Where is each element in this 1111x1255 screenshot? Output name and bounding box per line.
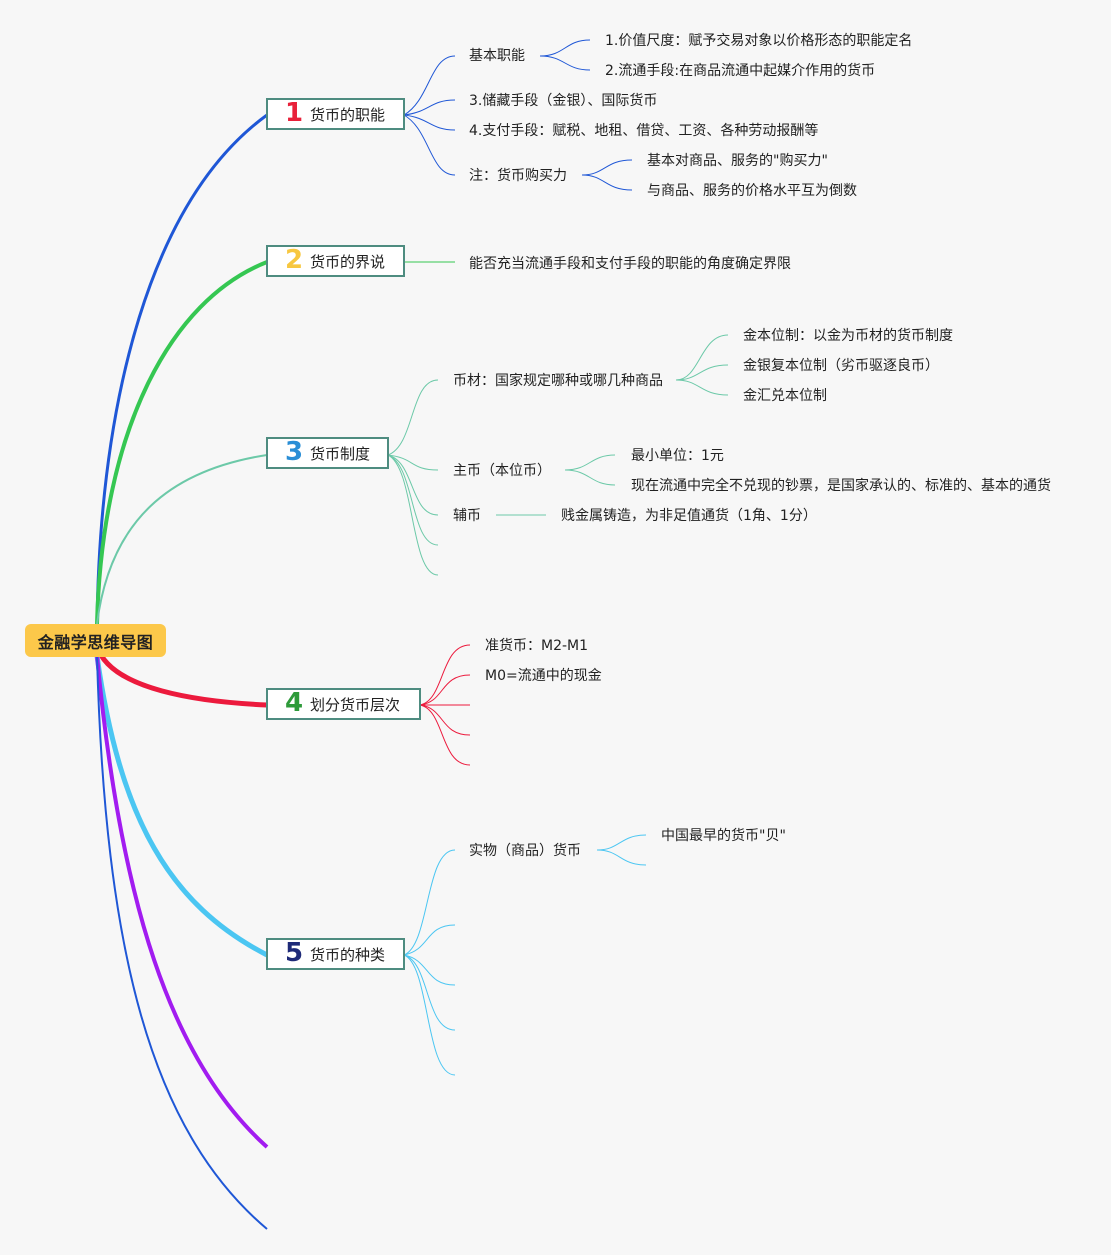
topic-commodity-money[interactable]: 实物（商品）货币 (469, 843, 581, 859)
topic-payment-means[interactable]: 4.支付手段：赋税、地租、借贷、工资、各种劳动报酬等 (469, 123, 819, 139)
topic-purchasing-power-def[interactable]: 基本对商品、服务的"购买力" (647, 153, 828, 169)
number-3-icon: 3 (284, 437, 304, 467)
number-5-icon: 5 (284, 938, 304, 968)
link-root-b5 (94, 655, 269, 958)
topic-purchasing-power-inverse[interactable]: 与商品、服务的价格水平互为倒数 (647, 183, 857, 199)
topic-subsidiary-coin[interactable]: 辅币 (453, 508, 481, 524)
link-root-b1 (95, 113, 268, 625)
branch-label: 货币制度 (310, 444, 371, 463)
number-2-icon: 2 (284, 245, 304, 275)
number-1-icon: 1 (284, 98, 304, 128)
topic-shell-money[interactable]: 中国最早的货币"贝" (661, 828, 786, 844)
branch-money-definition[interactable]: 2 货币的界说 (266, 245, 405, 277)
branch-money-levels[interactable]: 4 划分货币层次 (266, 688, 421, 720)
branch-label: 划分货币层次 (310, 695, 401, 714)
link-root-b2 (95, 260, 268, 625)
topic-base-metal-coins[interactable]: 贱金属铸造，为非足值通货（1角、1分） (561, 508, 817, 524)
branch-label: 货币的种类 (310, 945, 386, 964)
number-4-icon: 4 (284, 688, 304, 718)
topic-gold-standard[interactable]: 金本位制：以金为币材的货币制度 (743, 328, 953, 344)
topic-m0-cash[interactable]: M0=流通中的现金 (485, 668, 602, 684)
topic-value-measure[interactable]: 1.价值尺度：赋予交易对象以价格形态的职能定名 (605, 33, 913, 49)
topic-store-value[interactable]: 3.储藏手段（金银）、国际货币 (469, 93, 658, 109)
topic-bimetallism[interactable]: 金银复本位制（劣币驱逐良币） (743, 358, 939, 374)
branch-money-functions[interactable]: 1 货币的职能 (266, 98, 405, 130)
topic-quasi-money[interactable]: 准货币：M2-M1 (485, 638, 589, 654)
topic-currency-material[interactable]: 币材：国家规定哪种或哪几种商品 (453, 373, 663, 389)
branch-label: 货币的职能 (310, 105, 386, 124)
link-root-b3 (96, 454, 268, 625)
topic-purchasing-power[interactable]: 注：货币购买力 (469, 168, 567, 184)
topic-fiat-notes[interactable]: 现在流通中完全不兑现的钞票，是国家承认的、标准的、基本的通货 (631, 478, 1051, 494)
topic-circulation-means[interactable]: 2.流通手段:在商品流通中起媒介作用的货币 (605, 63, 876, 79)
branch-monetary-system[interactable]: 3 货币制度 (266, 437, 389, 469)
topic-gold-exchange-standard[interactable]: 金汇兑本位制 (743, 388, 827, 404)
branch-label: 货币的界说 (310, 252, 386, 271)
topic-smallest-unit[interactable]: 最小单位：1元 (631, 448, 724, 464)
link-root-b4 (94, 645, 268, 708)
root-label: 金融学思维导图 (37, 632, 154, 652)
topic-basic-functions[interactable]: 基本职能 (469, 48, 525, 64)
link-root-purple (95, 655, 269, 1149)
branch-money-types[interactable]: 5 货币的种类 (266, 938, 405, 970)
link-root-blue-bottom (96, 655, 268, 1230)
root-topic[interactable]: 金融学思维导图 (25, 624, 166, 657)
topic-definition-criterion[interactable]: 能否充当流通手段和支付手段的职能的角度确定界限 (469, 256, 791, 272)
topic-standard-money[interactable]: 主币（本位币） (453, 463, 551, 479)
